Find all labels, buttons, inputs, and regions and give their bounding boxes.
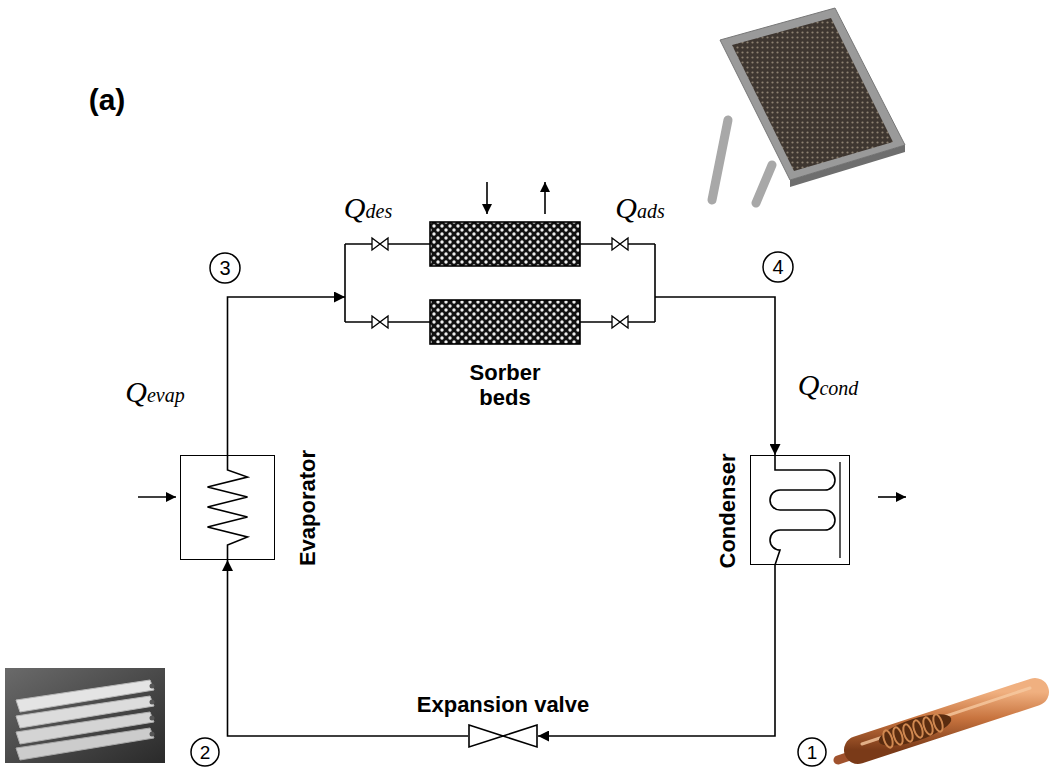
callout-number: 2 <box>200 743 211 762</box>
callout-number: 4 <box>772 257 783 277</box>
condenser-photo <box>838 688 1035 760</box>
node-label: Sorber beds <box>450 360 560 411</box>
condenser-tube <box>839 462 840 558</box>
panel-mesh <box>732 18 893 171</box>
channel-port <box>150 716 155 721</box>
valve-symbol <box>612 316 620 328</box>
valve-symbol <box>468 724 538 748</box>
heat-label: Qcond <box>798 370 859 400</box>
callout-circle <box>763 252 793 282</box>
callout-circles <box>191 252 826 766</box>
node-label: Evaporator <box>295 450 320 566</box>
sorber-bed <box>430 300 580 344</box>
condenser-box: Condenser <box>750 455 850 565</box>
valve-symbol <box>612 238 620 250</box>
callout-circle <box>798 738 826 766</box>
flow-connector <box>655 297 775 455</box>
panel-leg <box>712 120 728 200</box>
panel-label: (a) <box>89 85 126 115</box>
heat-label: Qdes <box>344 193 392 223</box>
flow-in-arrow <box>138 496 176 498</box>
pipe <box>654 244 656 322</box>
valve-symbol <box>372 238 380 250</box>
heat-out-arrow <box>544 182 546 214</box>
flow-out-arrow <box>878 496 906 498</box>
valve-symbol <box>620 238 628 250</box>
tube-cutaway <box>875 708 954 752</box>
callout-number: 3 <box>219 258 230 278</box>
channel-port <box>150 700 155 705</box>
callout-number: 1 <box>807 743 818 762</box>
evaporator-coil <box>208 455 248 560</box>
valve-half <box>469 725 503 747</box>
pipe <box>344 244 346 322</box>
inner-coil <box>881 713 944 749</box>
channel-port <box>150 684 155 689</box>
node-label: Condenser <box>715 454 740 569</box>
heat-label: Qevap <box>125 377 184 407</box>
sorber-bed-group: Sorber beds <box>345 222 655 344</box>
expansion-valve: Expansion valve <box>468 724 538 748</box>
evaporator-box: Evaporator <box>180 455 275 560</box>
channel-port <box>150 732 155 737</box>
coil-turn <box>931 713 944 733</box>
callout-circle <box>191 738 219 766</box>
flow-connector <box>228 297 346 455</box>
node-label: Expansion valve <box>417 692 589 717</box>
panel-edge <box>790 145 905 187</box>
panel-photo <box>712 8 905 203</box>
valve-symbol <box>620 316 628 328</box>
valve-symbol <box>380 238 388 250</box>
callout-circle <box>210 253 240 283</box>
sorber-bed <box>430 222 580 266</box>
valve-half <box>503 725 537 747</box>
condenser-coil <box>770 455 835 565</box>
heat-label: Qads <box>615 193 664 223</box>
heat-in-arrow <box>486 182 488 214</box>
valve-symbol <box>372 316 380 328</box>
channel-bar <box>16 728 154 760</box>
photo-ground <box>5 668 165 763</box>
valve-symbol <box>380 316 388 328</box>
evaporator-photo <box>5 668 165 763</box>
panel-leg <box>756 165 772 203</box>
